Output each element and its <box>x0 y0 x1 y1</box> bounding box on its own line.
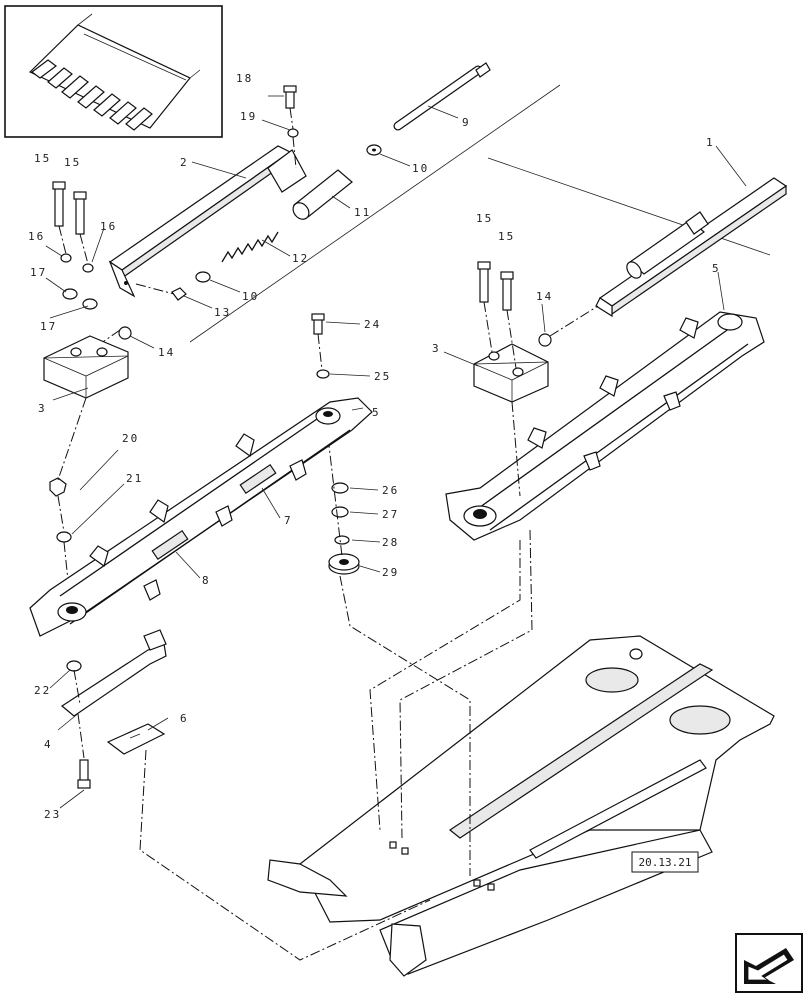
part-27-ring <box>331 506 349 518</box>
callout-5-right: 5 <box>712 262 721 275</box>
part-29-bushing <box>328 553 360 575</box>
next-page-arrow-icon[interactable] <box>735 933 803 993</box>
leader-lines <box>45 95 747 809</box>
callout-28: 28 <box>382 536 399 549</box>
part-6-plate <box>106 723 166 755</box>
callout-18: 18 <box>236 72 253 85</box>
part-11-tube <box>292 169 353 220</box>
part-1-rail <box>595 177 788 318</box>
callout-4: 4 <box>44 738 53 751</box>
callout-20: 20 <box>122 432 139 445</box>
part-18-bolt <box>285 89 295 109</box>
part-25-washer <box>316 369 330 379</box>
callout-5-left: 5 <box>372 406 381 419</box>
part-2-bracket <box>108 145 307 298</box>
connection-line-left <box>139 749 431 961</box>
callout-10-lower: 10 <box>242 290 259 303</box>
callout-24: 24 <box>364 318 381 331</box>
callout-10-upper: 10 <box>412 162 429 175</box>
part-21-washer <box>56 531 72 543</box>
callout-15-d: 15 <box>498 230 515 243</box>
callout-15-c: 15 <box>476 212 493 225</box>
part-10-washer-lower <box>195 271 211 283</box>
callout-29: 29 <box>382 566 399 579</box>
part-4-bar <box>60 629 167 717</box>
callout-2: 2 <box>180 156 189 169</box>
callout-9: 9 <box>462 116 471 129</box>
callout-14-left: 14 <box>158 346 175 359</box>
connection-line-right-1 <box>369 540 521 831</box>
part-20-nut <box>49 477 67 497</box>
part-3-block-left <box>43 335 129 399</box>
callout-19: 19 <box>240 110 257 123</box>
callout-14-right: 14 <box>536 290 553 303</box>
callout-7: 7 <box>284 514 293 527</box>
part-5-chain-right <box>445 311 765 541</box>
reference-code: 20.13.21 <box>639 856 692 869</box>
callout-17-a: 17 <box>30 266 47 279</box>
callout-17-b: 17 <box>40 320 57 333</box>
callout-26: 26 <box>382 484 399 497</box>
callout-11: 11 <box>354 206 371 219</box>
section-divider-line <box>189 84 561 343</box>
callout-3-left: 3 <box>38 402 47 415</box>
callout-15-a: 15 <box>34 152 51 165</box>
callout-27: 27 <box>382 508 399 521</box>
callout-23: 23 <box>44 808 61 821</box>
part-22-washer <box>66 660 82 672</box>
callout-3-right: 3 <box>432 342 441 355</box>
part-13-nut <box>171 287 187 301</box>
callout-16-b: 16 <box>100 220 117 233</box>
callout-16-a: 16 <box>28 230 45 243</box>
header-frame <box>267 635 775 977</box>
callout-6: 6 <box>180 712 189 725</box>
part-9-rod <box>393 62 491 131</box>
callout-21: 21 <box>126 472 143 485</box>
callout-labels: 1 2 3 3 4 5 5 6 7 8 9 10 10 11 12 13 14 … <box>28 72 721 821</box>
callout-12: 12 <box>292 252 309 265</box>
callout-8: 8 <box>202 574 211 587</box>
part-28-ring <box>334 535 350 545</box>
header-thumbnail-icon[interactable] <box>4 5 223 138</box>
part-26-ring <box>331 482 349 494</box>
part-12-spring <box>221 231 279 263</box>
callout-13: 13 <box>214 306 231 319</box>
part-23-bolt <box>77 759 91 789</box>
leader-line-1 <box>487 157 771 256</box>
reference-code-box: 20.13.21 <box>631 851 699 873</box>
callout-1: 1 <box>706 136 715 149</box>
callout-25: 25 <box>374 370 391 383</box>
part-3-block-right <box>473 261 552 403</box>
callout-22: 22 <box>34 684 51 697</box>
callout-15-b: 15 <box>64 156 81 169</box>
part-5-chain-left <box>29 397 373 637</box>
